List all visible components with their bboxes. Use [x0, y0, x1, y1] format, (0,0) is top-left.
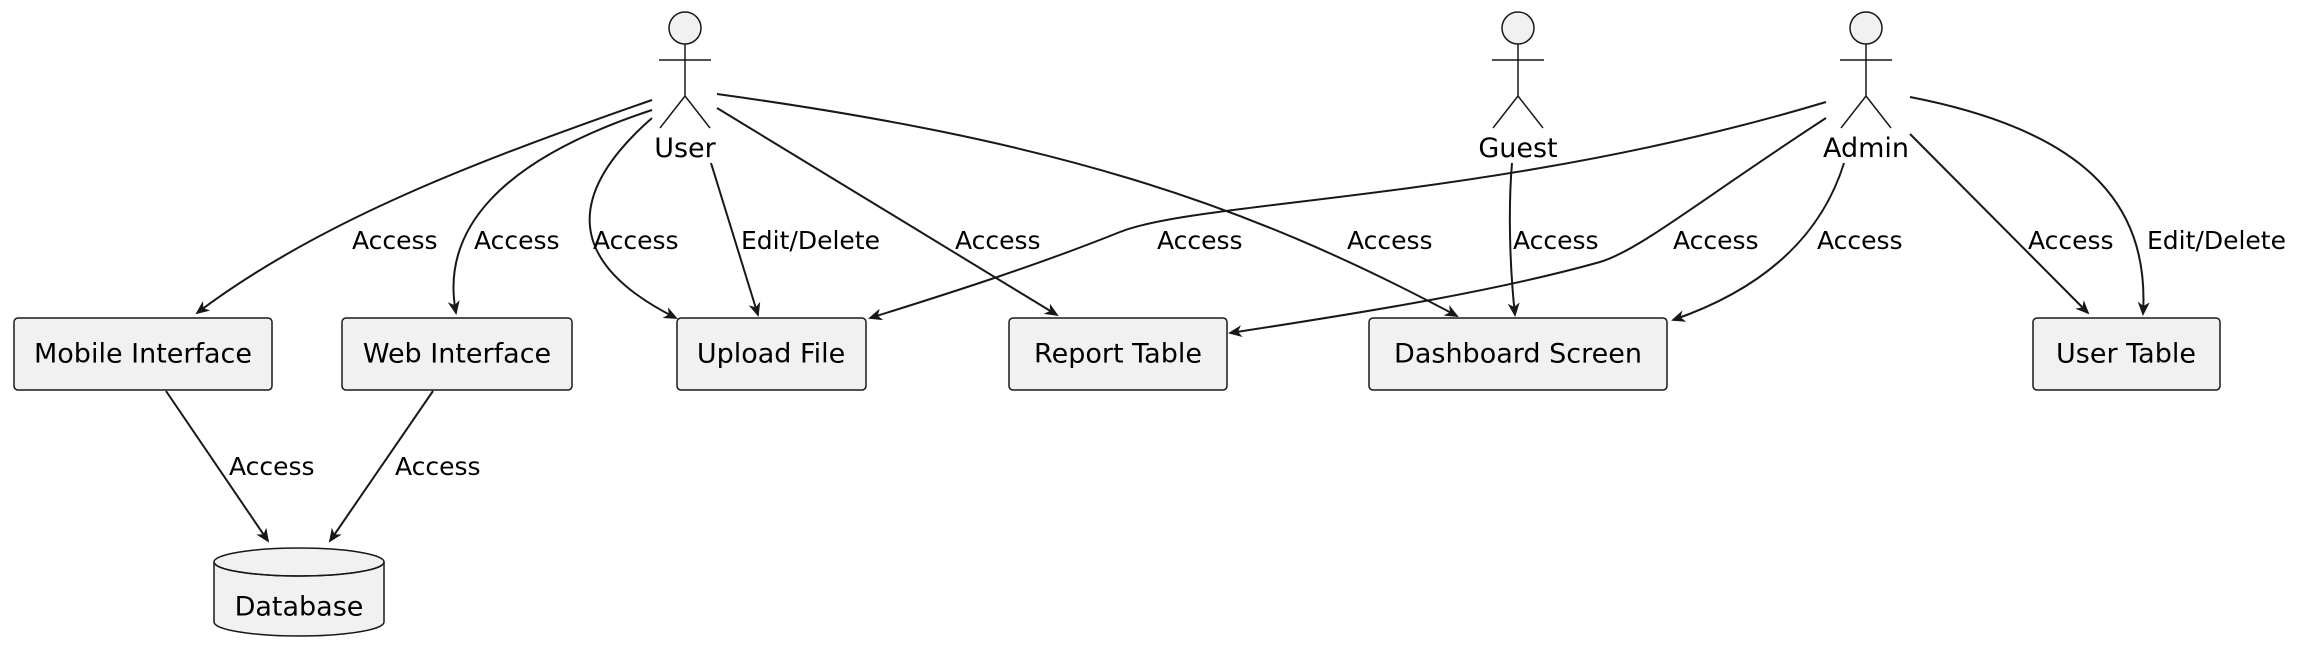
- edge-label: Access: [1817, 226, 1903, 255]
- edge-label: Access: [1513, 226, 1599, 255]
- edge-label: Access: [2028, 226, 2114, 255]
- edge-admin-usertable-access: [1909, 133, 2090, 315]
- edge-mobile-database: [165, 390, 270, 543]
- node-label: Upload File: [697, 339, 845, 370]
- edge-guest-dashboard: [1507, 162, 1520, 317]
- edge-admin-upload: [868, 101, 1827, 321]
- actor-head: [1501, 11, 1535, 45]
- actor-admin: Admin: [1823, 11, 1909, 164]
- actor-leg: [659, 95, 686, 129]
- node-box: [2032, 317, 2221, 391]
- node-box: [341, 317, 573, 391]
- edge-label: Access: [1157, 226, 1243, 255]
- edge-label: Access: [1347, 226, 1433, 255]
- node-mobile-interface: Mobile Interface: [13, 317, 273, 391]
- actor-user: User: [654, 11, 717, 164]
- actor-leg: [684, 95, 711, 129]
- actor-head: [1849, 11, 1883, 45]
- edges: [165, 93, 2150, 543]
- edge-label: Access: [352, 226, 438, 255]
- node-dashboard-screen: Dashboard Screen: [1368, 317, 1668, 391]
- edge-admin-report: [1228, 117, 1827, 338]
- actor-guest: Guest: [1478, 11, 1558, 164]
- node-box: [1008, 317, 1228, 391]
- node-label: Dashboard Screen: [1394, 339, 1642, 370]
- node-label: Report Table: [1034, 339, 1202, 370]
- edge-label: Edit/Delete: [2147, 226, 2286, 255]
- edge-label: Edit/Delete: [741, 226, 880, 255]
- edge-user-upload-access: [588, 117, 678, 319]
- edge-label: Access: [229, 452, 315, 481]
- edge-label: Access: [395, 452, 481, 481]
- edge-web-database: [328, 390, 434, 543]
- node-label: Web Interface: [363, 339, 551, 370]
- actor-leg: [1840, 95, 1867, 129]
- node-box: [676, 317, 867, 391]
- node-web-interface: Web Interface: [341, 317, 573, 391]
- edge-label: Access: [955, 226, 1041, 255]
- database-node: Database: [213, 547, 385, 637]
- database-cylinder-body: [213, 562, 385, 637]
- node-report-table: Report Table: [1008, 317, 1228, 391]
- node-box: [13, 317, 273, 391]
- actor-label: User: [654, 133, 716, 164]
- node-upload-file: Upload File: [676, 317, 867, 391]
- edge-labels: Access Access Access Edit/Delete Access …: [229, 226, 2286, 481]
- actor-label: Guest: [1478, 133, 1557, 164]
- actor-label: Admin: [1823, 133, 1909, 164]
- node-label: Mobile Interface: [34, 339, 252, 370]
- edge-label: Access: [593, 226, 679, 255]
- actor-leg: [1517, 95, 1544, 129]
- edge-user-mobile: [195, 99, 653, 315]
- edge-user-report: [716, 107, 1059, 317]
- actor-leg: [1492, 95, 1519, 129]
- edge-admin-usertable-edit: [1909, 96, 2150, 316]
- edge-user-upload-edit: [710, 162, 761, 317]
- edge-label: Access: [1673, 226, 1759, 255]
- node-label: User Table: [2056, 339, 2196, 370]
- edge-label: Access: [474, 226, 560, 255]
- edge-user-dashboard: [716, 93, 1459, 317]
- node-box: [1368, 317, 1668, 391]
- node-user-table: User Table: [2032, 317, 2221, 391]
- edge-admin-dashboard: [1671, 162, 1845, 322]
- edge-user-web: [447, 109, 653, 315]
- database-cylinder-rim: [213, 561, 385, 577]
- actor-leg: [1865, 95, 1892, 129]
- database-label: Database: [235, 592, 364, 623]
- actor-head: [668, 11, 702, 45]
